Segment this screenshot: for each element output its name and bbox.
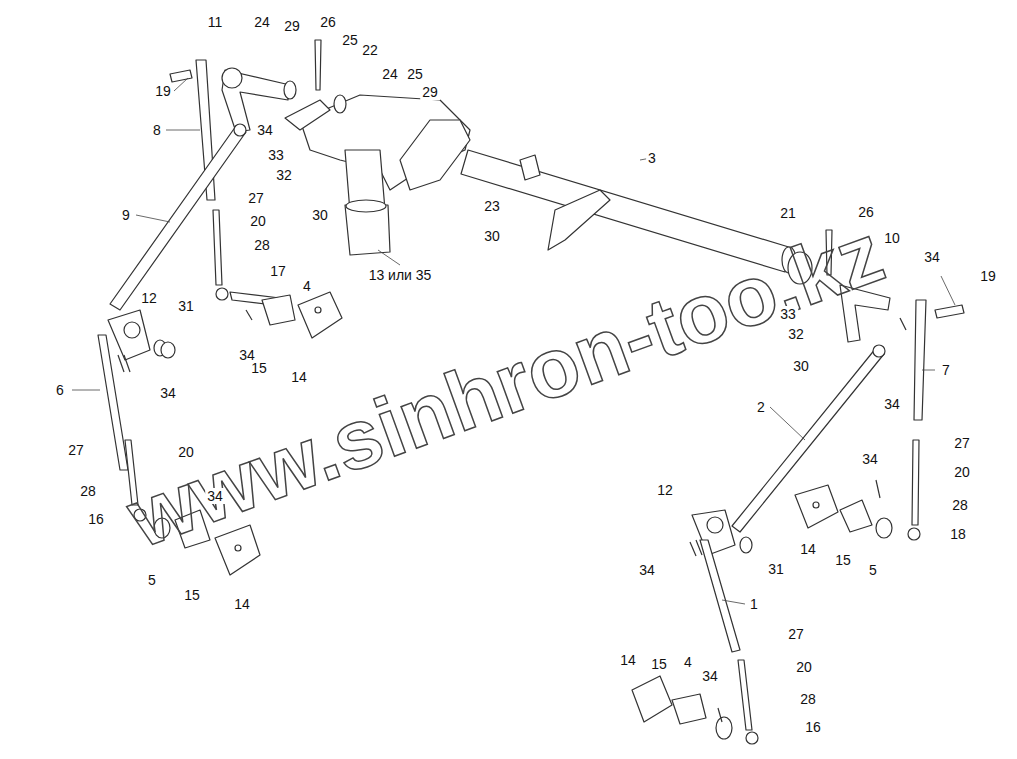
callout-number: 7: [940, 362, 952, 378]
callout-number: 16: [86, 511, 106, 527]
callout-number: 29: [282, 18, 302, 34]
watermark: www.sinhron-too.kz: [117, 210, 893, 561]
callout-number: 4: [682, 654, 694, 670]
callout-number: 2: [755, 399, 767, 415]
callout-number: 26: [856, 204, 876, 220]
callout-number: 24: [380, 66, 400, 82]
callout-number: 6: [54, 382, 66, 398]
callout-number: 25: [405, 66, 425, 82]
callout-number: 28: [252, 237, 272, 253]
callout-number: 30: [482, 228, 502, 244]
callout-number: 31: [766, 561, 786, 577]
callout-number: 11: [206, 14, 225, 30]
callout-number: 19: [978, 268, 998, 284]
callout-number: 29: [420, 84, 440, 100]
callout-number: 22: [360, 42, 380, 58]
callout-number: 34: [637, 562, 657, 578]
callout-number: 14: [289, 369, 309, 385]
callout-number: 28: [950, 497, 970, 513]
callout-number: 34: [158, 385, 178, 401]
callout-number: 27: [952, 435, 972, 451]
callout-number: 27: [66, 442, 86, 458]
callout-number: 33: [778, 306, 798, 322]
callout-number: 20: [176, 444, 196, 460]
callout-number: 30: [791, 358, 811, 374]
callout-number: 23: [482, 198, 502, 214]
callout-number: 15: [182, 587, 202, 603]
callout-number: 28: [78, 483, 98, 499]
callout-number: 14: [232, 596, 252, 612]
callout-number: 10: [882, 230, 902, 246]
callout-number: 5: [867, 562, 879, 578]
callout-number: 34: [882, 396, 902, 412]
callout-number: 14: [798, 541, 818, 557]
callout-number: 33: [266, 147, 286, 163]
callout-number: 12: [655, 482, 675, 498]
callout-number: 28: [798, 691, 818, 707]
callout-number: 34: [700, 668, 720, 684]
callout-number: 26: [318, 14, 338, 30]
callout-number: 20: [794, 659, 814, 675]
callout-number: 13 или 35: [367, 267, 434, 283]
callout-number: 1: [748, 596, 760, 612]
callout-number: 34: [922, 249, 942, 265]
callout-number: 27: [786, 626, 806, 642]
callout-number: 31: [176, 298, 196, 314]
callout-number: 5: [146, 572, 158, 588]
callout-number: 20: [248, 213, 268, 229]
callout-number: 17: [268, 263, 288, 279]
callout-number: 3: [646, 150, 658, 166]
callout-number: 32: [786, 326, 806, 342]
callout-number: 16: [803, 719, 823, 735]
callout-number: 19: [153, 83, 173, 99]
callout-number: 25: [340, 32, 360, 48]
callout-number: 9: [120, 207, 132, 223]
callout-number: 20: [952, 464, 972, 480]
callout-number: 8: [151, 122, 163, 138]
callout-number: 34: [860, 451, 880, 467]
callout-number: 15: [649, 656, 669, 672]
callout-number: 24: [252, 14, 272, 30]
callout-number: 4: [301, 278, 313, 294]
callout-number: 12: [139, 290, 159, 306]
callout-number: 30: [310, 207, 330, 223]
callout-number: 32: [274, 167, 294, 183]
callout-number: 15: [249, 360, 269, 376]
callout-number: 34: [205, 488, 225, 504]
callout-number: 21: [778, 205, 798, 221]
callout-number: 14: [618, 652, 638, 668]
callout-number: 27: [246, 190, 266, 206]
callout-number: 18: [948, 526, 968, 542]
callout-number: 34: [255, 122, 275, 138]
callout-number: 15: [833, 552, 853, 568]
